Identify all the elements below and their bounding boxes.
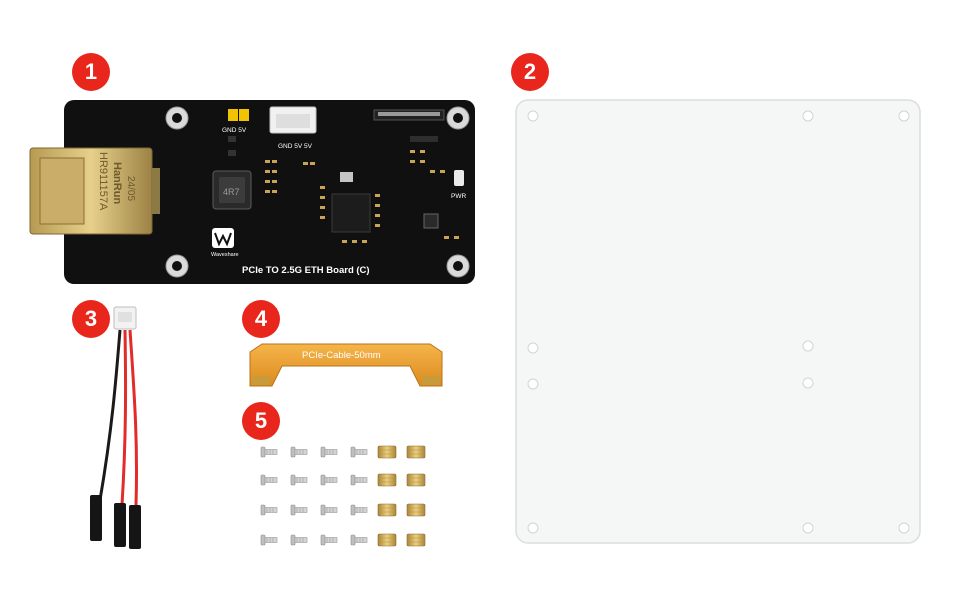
- marker-5: 5: [242, 402, 280, 440]
- board-label-pwr: PWR: [451, 193, 466, 200]
- screw-pack: [260, 446, 368, 546]
- rj45-model: HR911157A: [97, 152, 109, 211]
- standoff-pack: [377, 445, 426, 547]
- board-label-gnd-5v-5v: GND 5V 5V: [278, 143, 313, 150]
- eth-board: GND 5V GND 5V 5V PWR 4R7 Waveshare PCIe …: [29, 100, 475, 284]
- acrylic-plate: [515, 99, 921, 544]
- ribbon-label: PCIe-Cable-50mm: [302, 350, 381, 361]
- board-label-gnd-5v: GND 5V: [222, 127, 247, 134]
- power-cable: [90, 306, 141, 549]
- inductor-marking: 4R7: [223, 187, 240, 197]
- marker-1: 1: [72, 53, 110, 91]
- marker-3: 3: [72, 300, 110, 338]
- marker-4: 4: [242, 300, 280, 338]
- rj45-brand: HanRun: [111, 162, 123, 204]
- board-title: PCIe TO 2.5G ETH Board (C): [242, 265, 370, 276]
- ribbon-cable: PCIe-Cable-50mm: [249, 343, 443, 387]
- board-brand: Waveshare: [211, 252, 239, 258]
- rj45-date: 24/05: [125, 176, 136, 201]
- marker-2: 2: [511, 53, 549, 91]
